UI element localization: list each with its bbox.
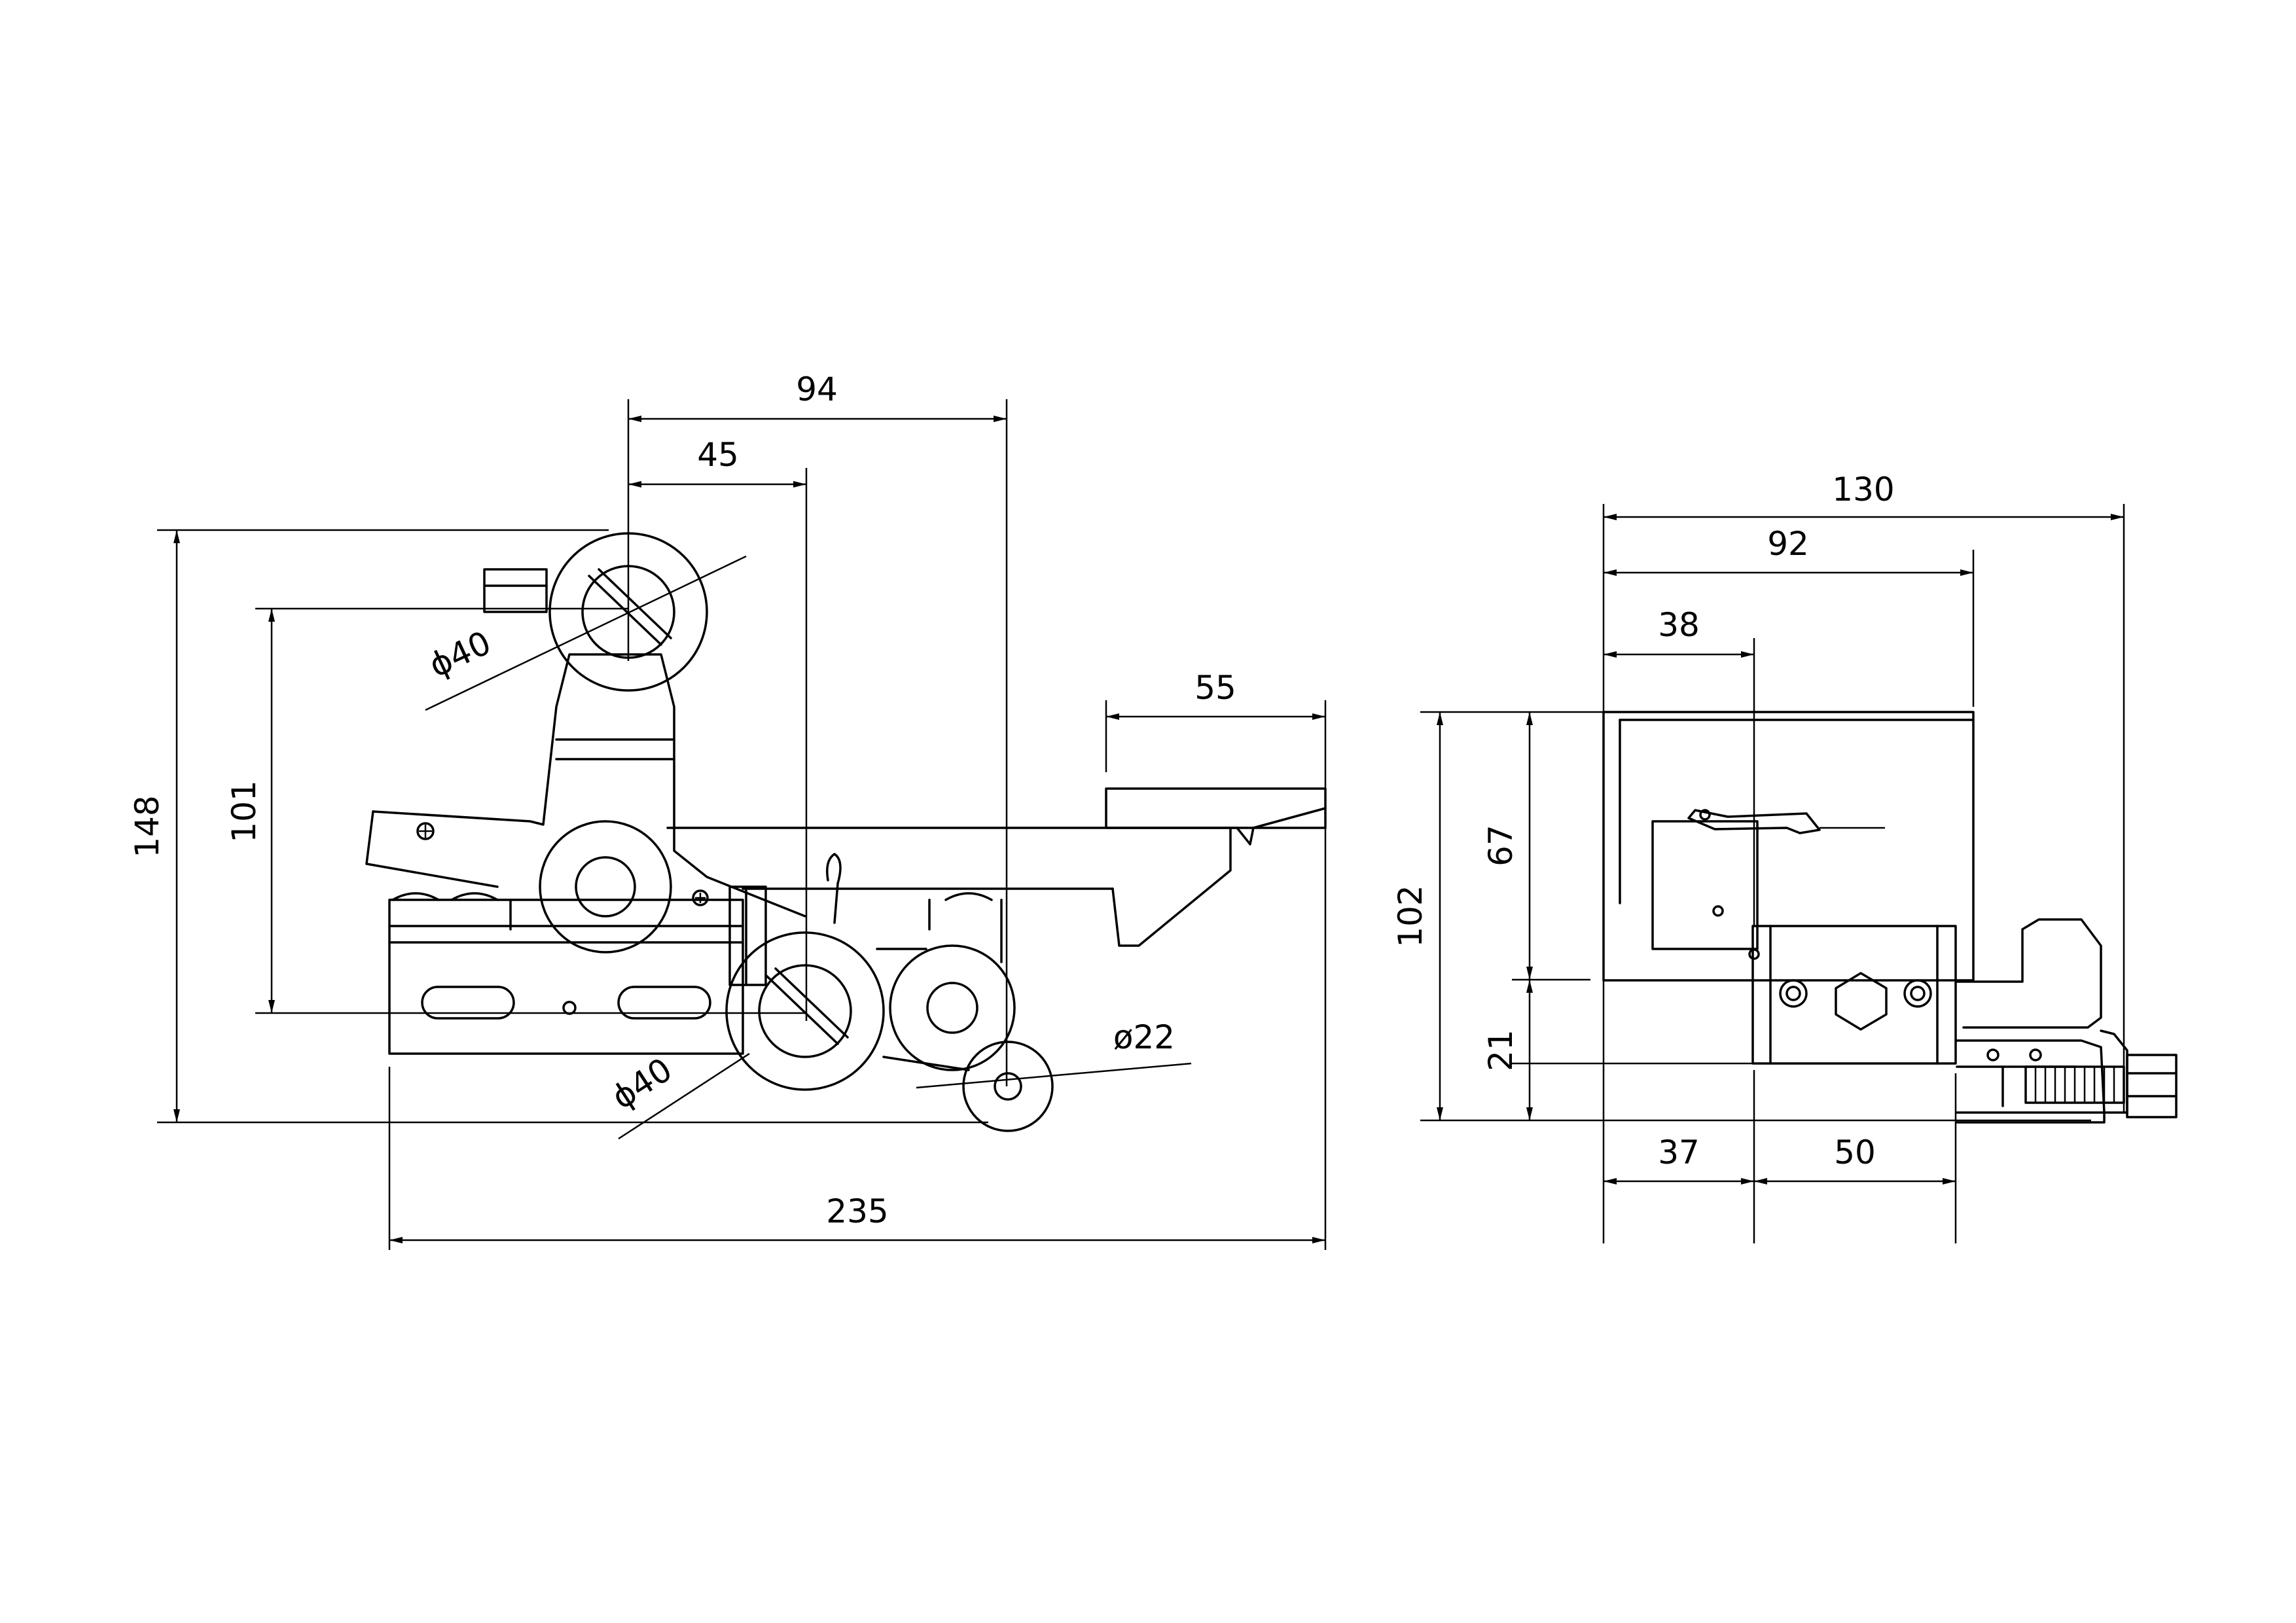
front-housing <box>1602 711 1975 982</box>
side-extension-lines <box>157 399 1327 1250</box>
dim-55: 55 <box>1194 669 1236 707</box>
side-view: 94 45 55 148 101 235 ϕ40 ϕ40 ø22 <box>128 370 1327 1250</box>
side-dimension-labels: 94 45 55 148 101 235 ϕ40 ϕ40 ø22 <box>128 370 1236 1230</box>
bottom-roller <box>725 931 885 1091</box>
front-right-arm <box>1956 918 2178 1124</box>
front-dimension-lines <box>1437 514 2124 1185</box>
dim-diameter-22: ø22 <box>1113 1018 1175 1056</box>
screw-thread <box>2034 1067 2115 1103</box>
dim-92: 92 <box>1767 525 1809 563</box>
dim-235: 235 <box>826 1192 888 1230</box>
lever-arm <box>365 568 806 918</box>
dim-45: 45 <box>697 436 739 474</box>
cam-roller <box>876 944 1016 1071</box>
side-dimension-lines <box>173 416 1325 1243</box>
front-view: 130 92 38 102 67 21 37 50 <box>1391 471 2178 1243</box>
dim-102: 102 <box>1391 885 1429 947</box>
clamp-block <box>1751 925 1957 1065</box>
dim-148: 148 <box>128 795 166 857</box>
dim-67: 67 <box>1482 825 1520 866</box>
dim-diameter-40-top: ϕ40 <box>423 624 497 685</box>
dim-101: 101 <box>225 780 263 842</box>
dim-37: 37 <box>1658 1133 1700 1171</box>
side-body <box>388 787 1327 1055</box>
small-roller <box>962 1041 1054 1132</box>
middle-roller <box>539 820 672 954</box>
front-dimension-labels: 130 92 38 102 67 21 37 50 <box>1391 471 1895 1171</box>
dim-130: 130 <box>1832 471 1894 508</box>
dim-21: 21 <box>1482 1029 1520 1071</box>
dim-94: 94 <box>796 370 838 408</box>
dim-50: 50 <box>1834 1133 1876 1171</box>
front-extension-lines <box>1420 504 2125 1243</box>
dim-38: 38 <box>1658 606 1700 644</box>
